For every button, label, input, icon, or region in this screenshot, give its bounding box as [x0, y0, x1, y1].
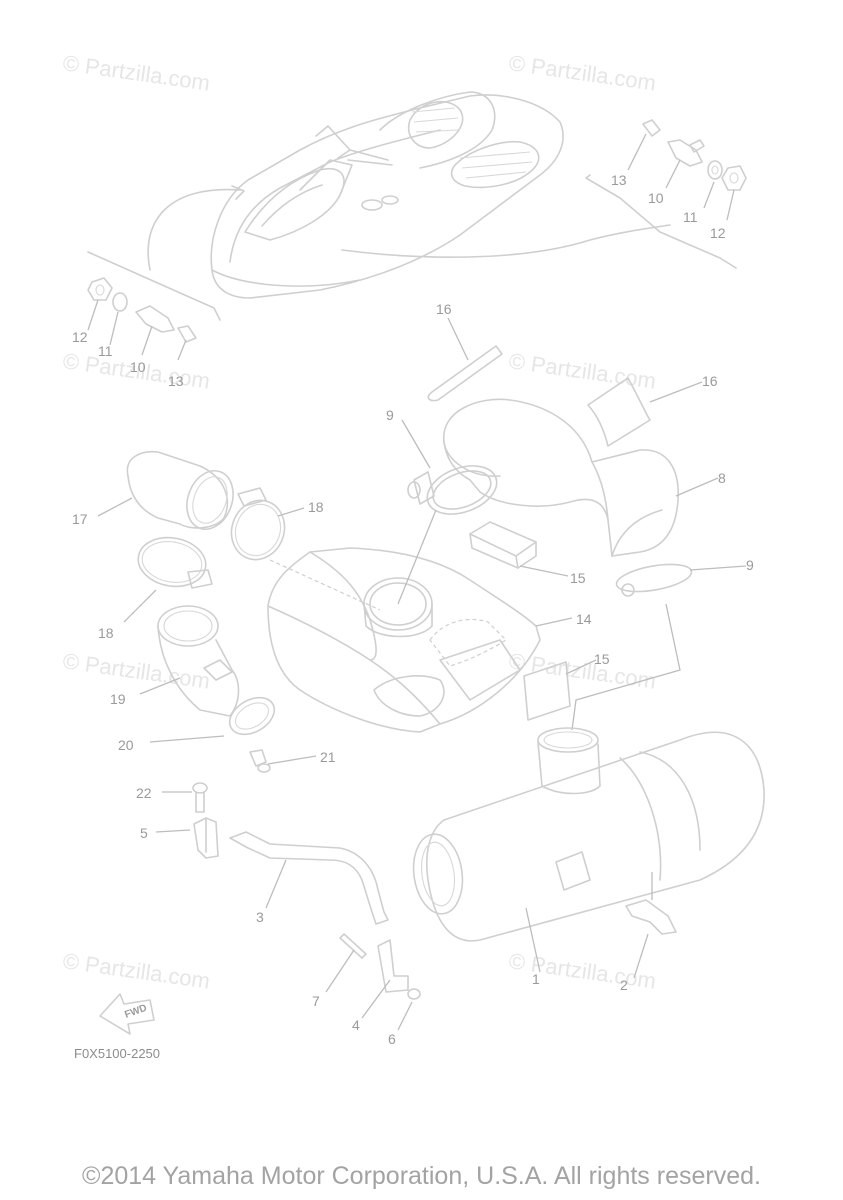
callout-6: 6 [388, 1031, 396, 1047]
callout-17: 17 [72, 511, 88, 527]
diagram-code: F0X5100-2250 [74, 1046, 160, 1061]
chamber-14 [267, 509, 573, 733]
callout-9-right: 9 [746, 557, 754, 573]
callout-13-left: 13 [168, 373, 184, 389]
callout-21: 21 [320, 749, 336, 765]
pin-7 [325, 933, 367, 993]
callout-12-right: 12 [710, 225, 726, 241]
pad-15-upper [469, 521, 569, 577]
bolt-21 [249, 749, 317, 773]
callout-19: 19 [110, 691, 126, 707]
drain-plug-group-right [585, 119, 747, 269]
drain-plug-group-left [87, 251, 221, 361]
hose-8 [443, 398, 719, 557]
copyright-notice: ©2014 Yamaha Motor Corporation, U.S.A. A… [82, 1162, 761, 1190]
pad-16-upper [427, 317, 503, 402]
callout-20: 20 [118, 737, 134, 753]
callout-16-upper: 16 [436, 301, 452, 317]
bracket-4 [361, 939, 409, 1019]
callout-labels: 13 10 11 12 12 11 10 13 16 16 9 8 17 18 … [72, 172, 754, 1047]
clamp-9-right [571, 563, 747, 731]
callout-7: 7 [312, 993, 320, 1009]
muffler-1 [412, 727, 765, 973]
callout-11-left: 11 [98, 343, 113, 359]
callout-22: 22 [136, 785, 152, 801]
fwd-label: FWD [123, 1003, 148, 1021]
callout-4: 4 [352, 1017, 360, 1033]
forward-arrow-icon: FWD [99, 993, 155, 1035]
watermark-4: © Partzilla.com [507, 348, 657, 393]
clamp-9-upper [401, 419, 498, 515]
clamp-18-upper [230, 487, 305, 561]
watermark-6: © Partzilla.com [507, 648, 657, 693]
watercraft-illustration [147, 91, 671, 299]
elbow-19 [139, 605, 240, 717]
callout-15-lower: 15 [594, 651, 610, 667]
pad-16-right [587, 377, 703, 447]
callout-10-left: 10 [130, 359, 146, 375]
watermark-8: © Partzilla.com [507, 948, 657, 993]
callout-3: 3 [256, 909, 264, 925]
watermarks: © Partzilla.com © Partzilla.com © Partzi… [61, 50, 657, 993]
callout-5: 5 [140, 825, 148, 841]
callout-12-left: 12 [72, 329, 88, 345]
callout-14: 14 [576, 611, 592, 627]
gasket-20 [149, 696, 276, 743]
watermark-1: © Partzilla.com [61, 50, 211, 95]
watermark-7: © Partzilla.com [61, 948, 211, 993]
washer-6 [397, 988, 421, 1031]
callout-10-right: 10 [648, 190, 664, 206]
strap-3 [229, 831, 389, 925]
callout-8: 8 [718, 470, 726, 486]
callout-11-right: 11 [683, 209, 698, 225]
callout-1: 1 [532, 971, 540, 987]
watermark-5: © Partzilla.com [61, 648, 211, 693]
bracket-2 [625, 872, 677, 979]
hose-17 [97, 450, 234, 530]
bracket-5 [155, 817, 219, 859]
callout-13-right: 13 [611, 172, 627, 188]
pad-15-lower [523, 659, 597, 721]
watermark-2: © Partzilla.com [507, 50, 657, 95]
callout-2: 2 [620, 977, 628, 993]
callout-18-upper: 18 [308, 499, 324, 515]
bolt-22 [162, 782, 208, 813]
callout-15-upper: 15 [570, 570, 586, 586]
callout-18-lower: 18 [98, 625, 114, 641]
clamp-18-lower [123, 536, 213, 623]
callout-16-right: 16 [702, 373, 718, 389]
callout-9-upper: 9 [386, 407, 394, 423]
